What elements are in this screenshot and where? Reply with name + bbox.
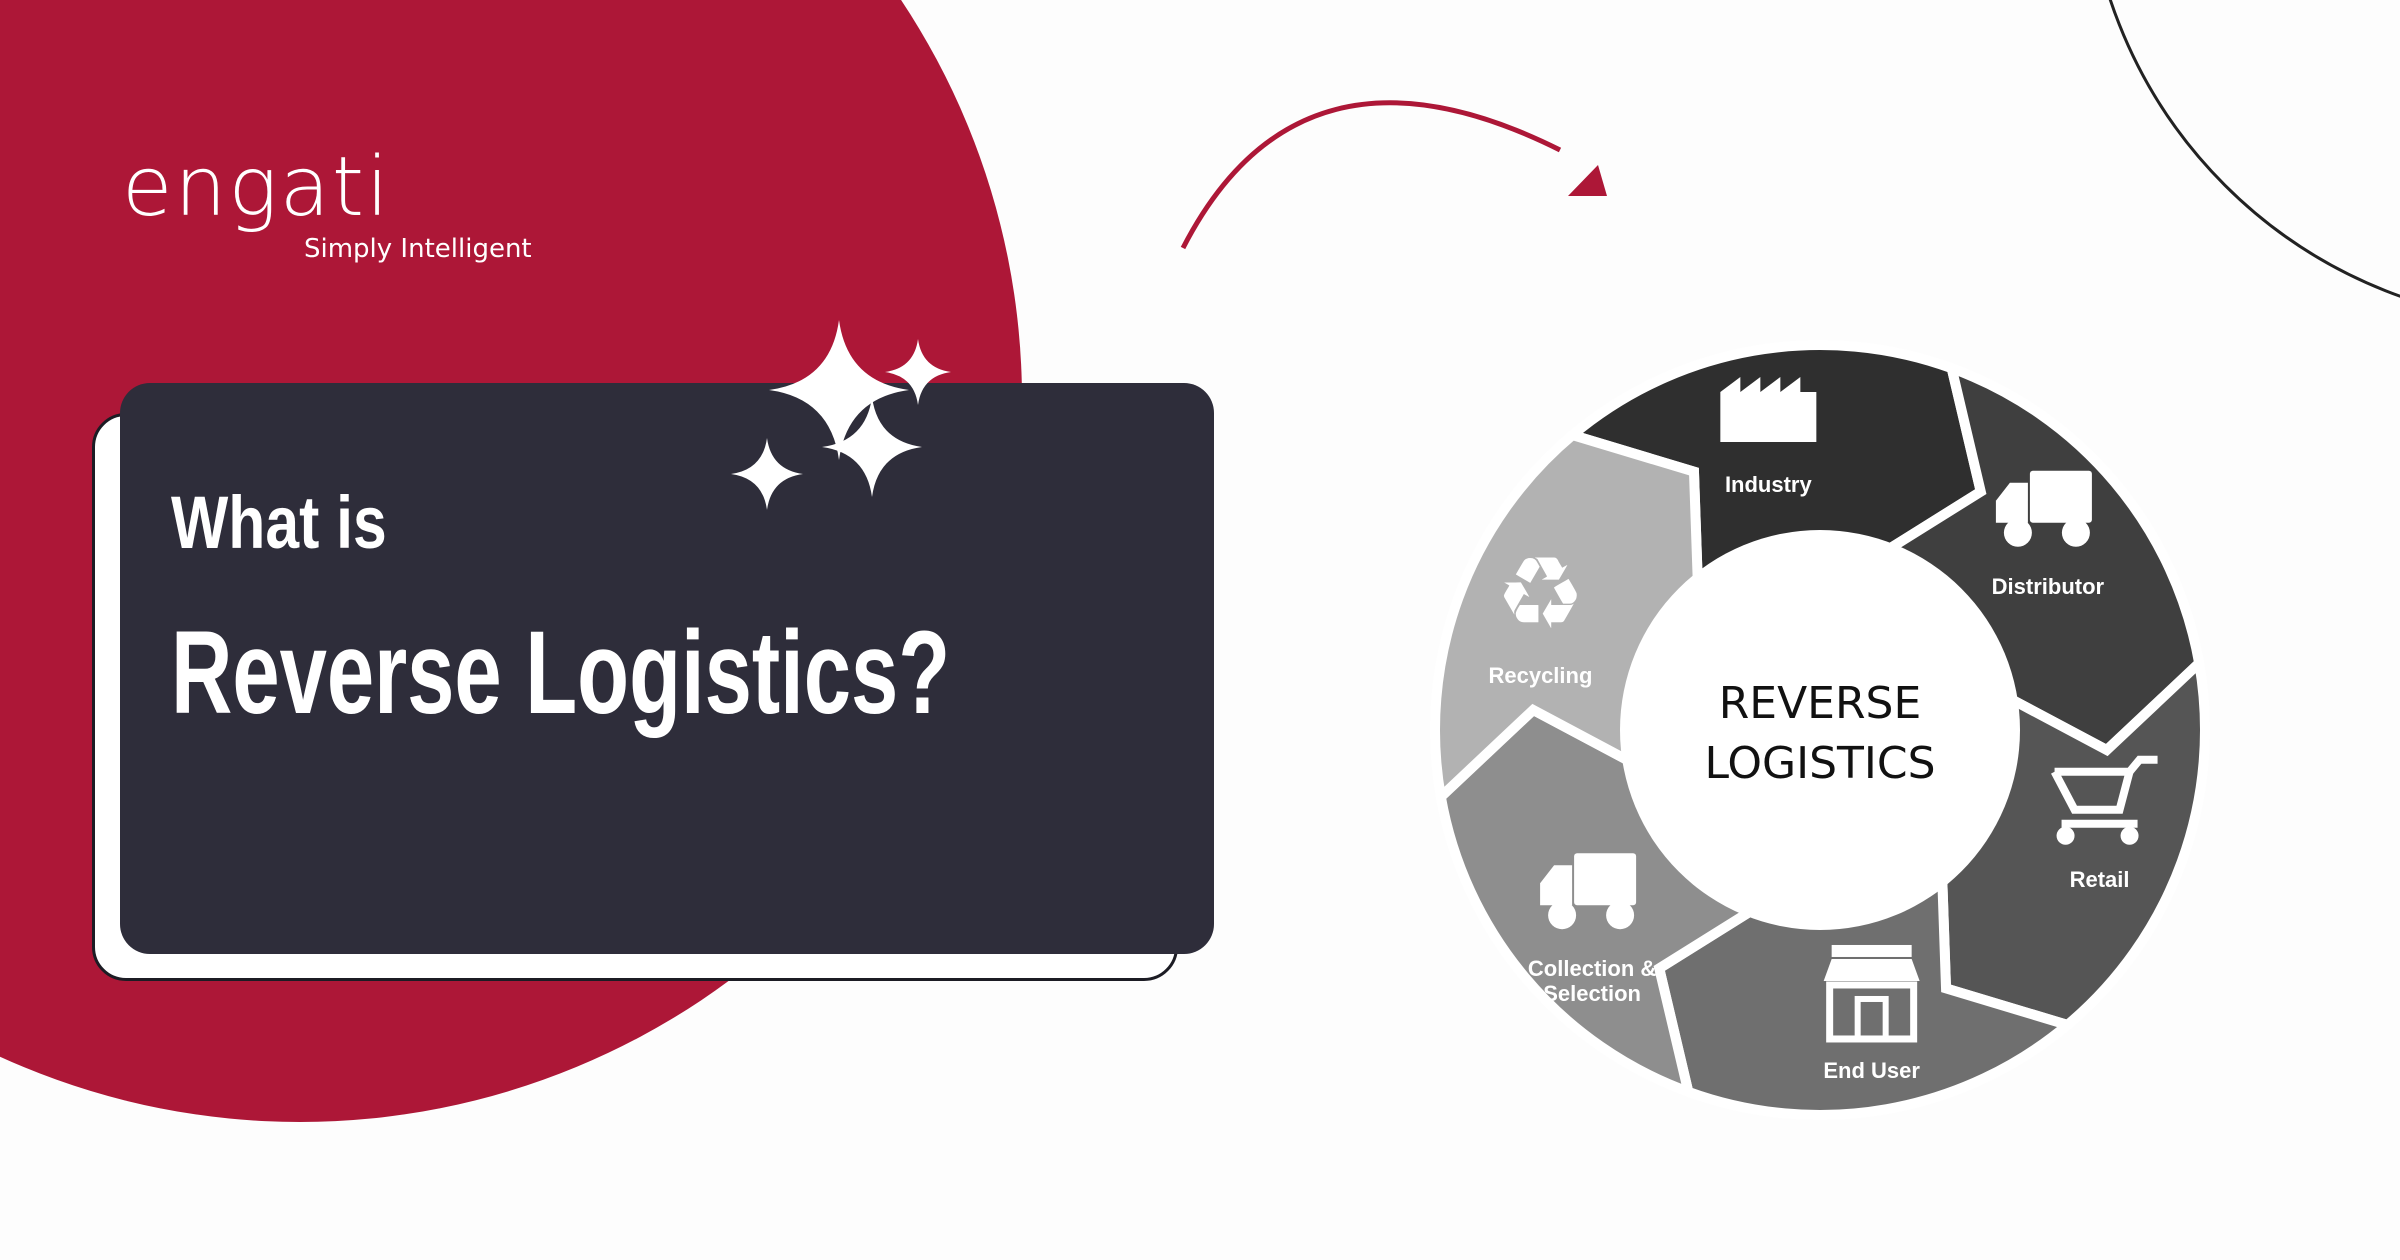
- diagram-center: [1620, 530, 2020, 930]
- title-card: [120, 383, 1214, 954]
- center-title-line2: LOGISTICS: [1704, 738, 1935, 789]
- truck-icon: [1540, 853, 1637, 930]
- headline-line2: Reverse Logistics?: [171, 607, 951, 739]
- sparkle-icon: [731, 438, 803, 510]
- stage-label-collection: Collection &: [1528, 956, 1656, 981]
- brand-logo: engati: [122, 140, 391, 235]
- stage-label-industry: Industry: [1725, 472, 1813, 497]
- center-title-line1: REVERSE: [1719, 678, 1922, 729]
- stage-label-end-user: End User: [1823, 1058, 1920, 1083]
- sparkle-icon: [769, 320, 909, 460]
- stage-label-retail: Retail: [2070, 867, 2130, 892]
- store-icon: [1823, 944, 1920, 1043]
- stage-label-selection: Selection: [1543, 981, 1641, 1006]
- svg-text:♻: ♻: [1496, 535, 1586, 652]
- factory-icon: [1720, 377, 1817, 443]
- stage-label-recycling: Recycling: [1488, 663, 1592, 688]
- curved-arrow: [1180, 100, 1562, 250]
- sparkle-icon: [885, 339, 951, 405]
- recycle-icon: ♻: [1496, 535, 1586, 652]
- brand-tagline: Simply Intelligent: [304, 234, 532, 264]
- headline-line1: What is: [171, 481, 387, 564]
- arrow-head-icon: [1568, 165, 1607, 196]
- stage-label-distributor: Distributor: [1992, 574, 2105, 599]
- truck-icon: [1995, 470, 2092, 547]
- sparkle-icon: [822, 397, 922, 497]
- shopping-cart-icon: [2051, 755, 2158, 845]
